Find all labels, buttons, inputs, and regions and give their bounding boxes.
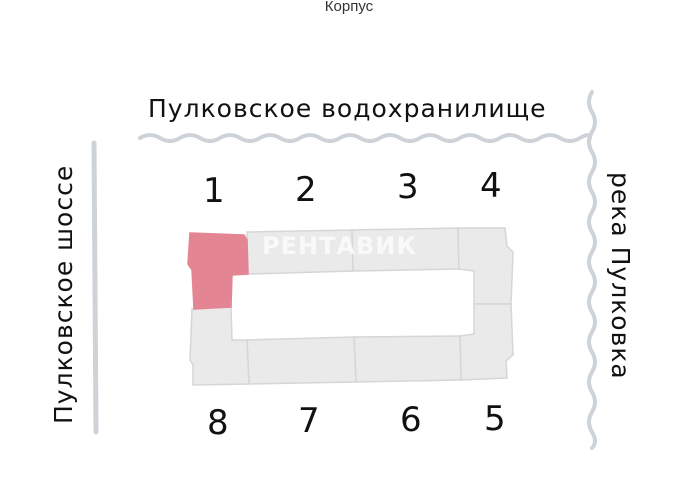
river-line <box>587 90 597 450</box>
watermark-text: РЕНТАВИК <box>262 232 417 260</box>
section-4-shape[interactable] <box>457 227 514 305</box>
highway-label: Пулковское шоссе <box>49 165 78 424</box>
section-number-4[interactable]: 4 <box>480 166 502 206</box>
reservoir-label: Пулковское водохранилище <box>148 94 547 123</box>
section-number-1[interactable]: 1 <box>203 171 225 211</box>
section-8-shape[interactable] <box>189 306 250 386</box>
section-number-5[interactable]: 5 <box>484 399 506 439</box>
section-6-shape[interactable] <box>353 335 462 383</box>
section-number-3[interactable]: 3 <box>397 167 419 207</box>
building-title: Корпус <box>324 0 374 15</box>
highway-line <box>91 140 99 435</box>
reservoir-shoreline <box>138 133 592 143</box>
section-number-8[interactable]: 8 <box>207 403 229 443</box>
section-1-shape[interactable] <box>187 232 249 310</box>
section-number-2[interactable]: 2 <box>295 170 317 210</box>
river-label: река Пулковка <box>606 172 635 380</box>
section-numbers: 1 2 3 4 5 6 7 8 <box>203 166 506 443</box>
section-number-7[interactable]: 7 <box>298 401 320 441</box>
section-5-shape[interactable] <box>459 303 514 381</box>
section-number-6[interactable]: 6 <box>400 400 422 440</box>
section-7-shape[interactable] <box>246 336 357 385</box>
building-sections <box>187 227 514 386</box>
